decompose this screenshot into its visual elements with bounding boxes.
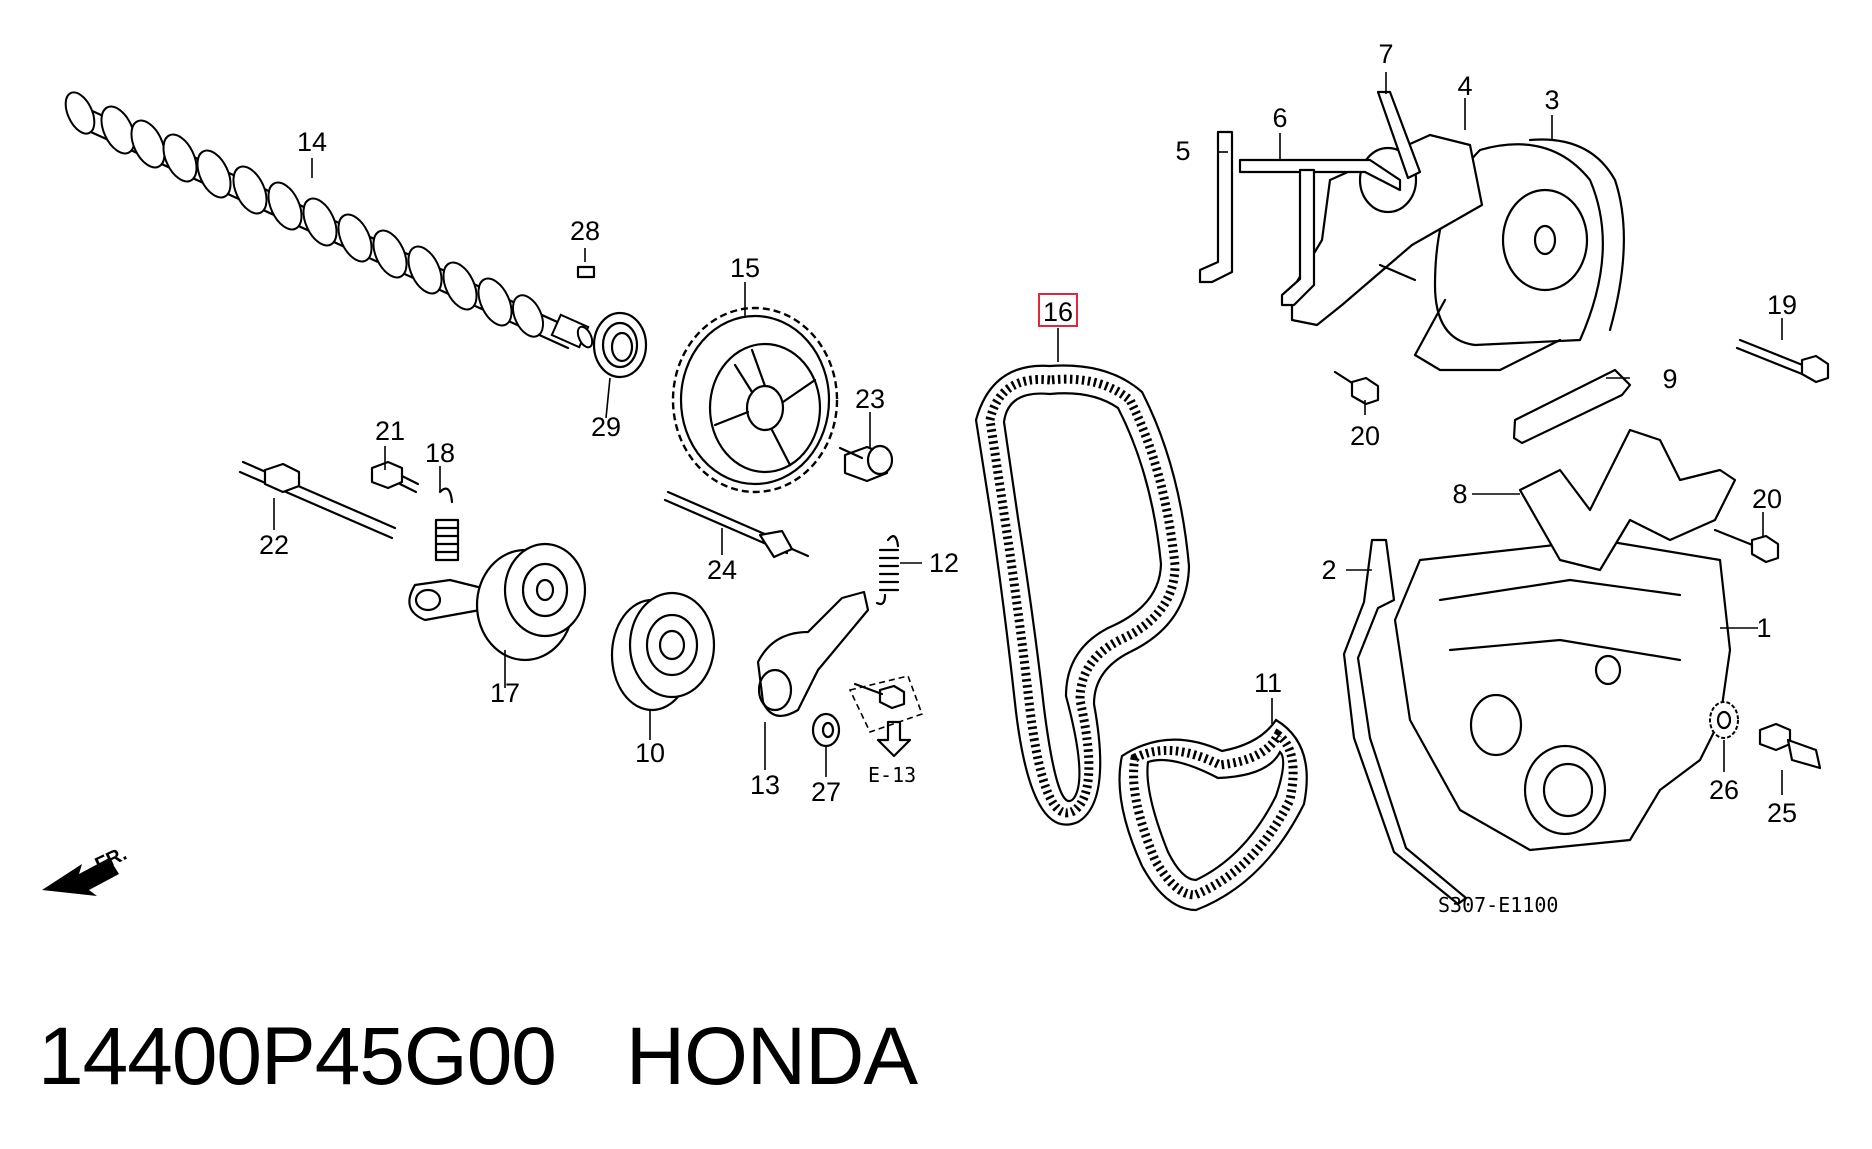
oil-seal-part-26 (1709, 701, 1739, 739)
bolt-part-23 (838, 444, 894, 483)
timing-belt-part (974, 364, 1191, 826)
leader-lines (273, 72, 1783, 795)
callout-6: 6 (1272, 103, 1287, 133)
bolt-part-20b (1713, 528, 1780, 564)
diagram-code: S307-E1100 (1438, 893, 1558, 917)
balancer-belt-part (1118, 718, 1308, 912)
cross-reference-label: E-13 (868, 763, 916, 787)
callout-24: 24 (707, 555, 737, 585)
callout-7: 7 (1378, 39, 1393, 69)
callout-27: 27 (811, 777, 841, 807)
callout-25: 25 (1767, 798, 1797, 828)
callout-3: 3 (1544, 85, 1559, 115)
spring-part-12 (875, 535, 900, 606)
stud-bolt-part (663, 490, 810, 559)
callout-20-lower: 20 (1752, 484, 1782, 514)
camshaft-part (64, 91, 594, 350)
callout-2: 2 (1321, 555, 1336, 585)
tensioner-pulley-part (408, 542, 587, 662)
stud-bolt-part-22 (238, 460, 397, 540)
callout-13: 13 (750, 770, 780, 800)
callout-12: 12 (929, 548, 959, 578)
callout-9: 9 (1662, 364, 1677, 394)
part-caption: 14400P45G00 HONDA (38, 1010, 918, 1104)
callout-21: 21 (375, 416, 405, 446)
callout-labels: 1 2 3 4 5 6 7 8 9 10 11 12 13 14 15 16 1… (259, 39, 1797, 828)
idler-pulley-part (610, 591, 716, 712)
callout-18: 18 (425, 438, 455, 468)
callout-23: 23 (855, 384, 885, 414)
bolt-part-19 (1735, 338, 1830, 384)
callout-22: 22 (259, 530, 289, 560)
bolt-part-21 (370, 460, 420, 494)
callout-4: 4 (1457, 71, 1472, 101)
callout-28: 28 (570, 216, 600, 246)
callout-17: 17 (490, 678, 520, 708)
oil-seal-part (592, 311, 648, 379)
callout-26: 26 (1709, 775, 1739, 805)
washer-part (811, 712, 841, 748)
adjuster-part (756, 590, 870, 718)
seal-part-2 (1342, 538, 1468, 906)
brand-name: HONDA (625, 1011, 918, 1102)
spring-part (434, 487, 460, 562)
callout-11: 11 (1254, 668, 1282, 698)
callout-19: 19 (1767, 290, 1797, 320)
callout-15: 15 (730, 253, 760, 283)
callout-5: 5 (1175, 136, 1190, 166)
callout-10: 10 (635, 738, 665, 768)
callout-1: 1 (1756, 613, 1771, 643)
part-number: 14400P45G00 (38, 1011, 557, 1102)
bolt-part-25 (1758, 722, 1822, 770)
parts-diagram: 1 2 3 4 5 6 7 8 9 10 11 12 13 14 15 16 1… (42, 39, 1830, 917)
callout-16: 16 (1043, 297, 1073, 327)
seal-part-8 (1518, 428, 1737, 572)
bolt-reference-box (848, 675, 924, 758)
lower-cover-part (1393, 538, 1732, 852)
key-part (576, 265, 596, 279)
camshaft-pulley-part (671, 306, 839, 494)
cover-seal-part-9 (1512, 368, 1632, 445)
callout-29: 29 (591, 412, 621, 442)
bolt-part-20a (1333, 370, 1380, 406)
callout-16-highlight: 16 (1038, 293, 1078, 327)
seal-parts-5-6-7 (1198, 90, 1422, 307)
callout-20-upper: 20 (1350, 421, 1380, 451)
callout-14: 14 (297, 127, 327, 157)
front-arrow-icon (42, 858, 119, 896)
callout-8: 8 (1452, 479, 1467, 509)
